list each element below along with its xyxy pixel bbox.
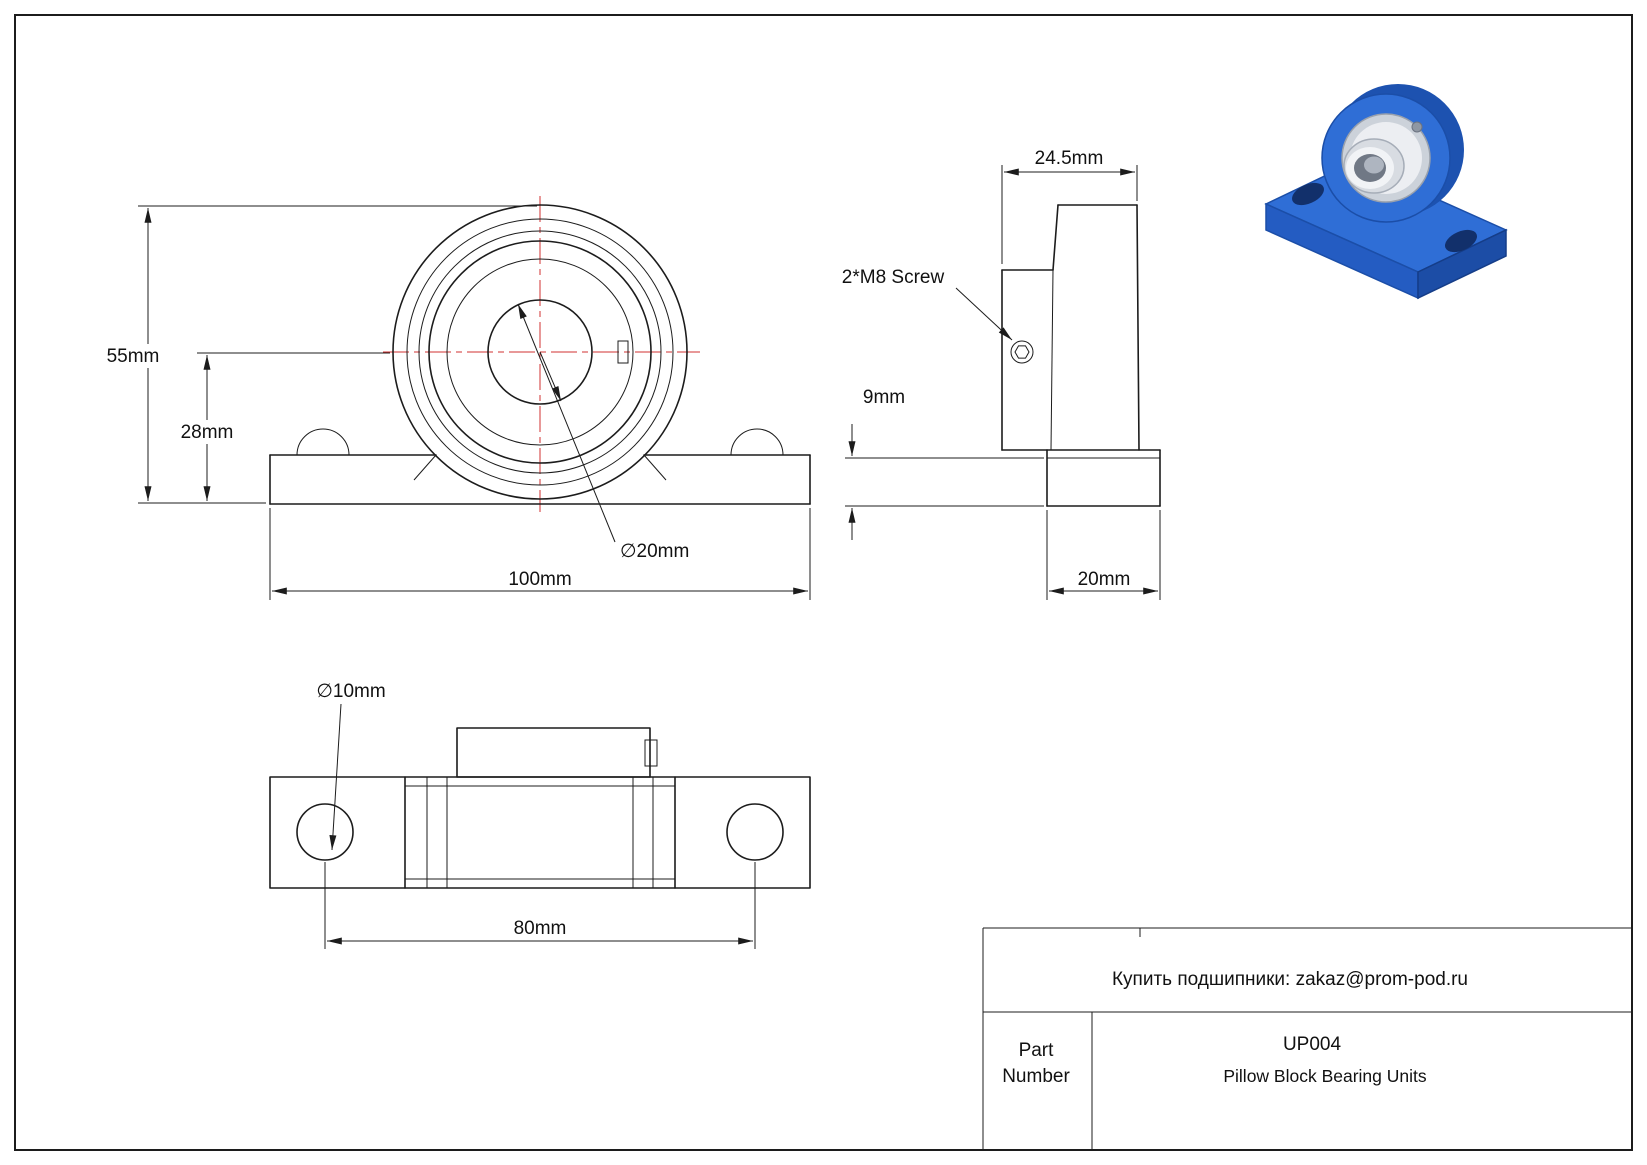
dim-bolt-hole-diameter: ∅10mm — [316, 681, 385, 702]
dimension-55mm: 55mm — [100, 205, 537, 504]
front-view-bearing-circles — [392, 204, 688, 500]
dimension-hole-10mm: ∅10mm — [316, 681, 386, 851]
product-base-right — [1417, 228, 1507, 300]
front-view-base — [269, 428, 811, 505]
bottom-view: ∅10mm 80mm — [269, 681, 811, 949]
product-bore-wall — [1364, 156, 1384, 174]
product-name: Pillow Block Bearing Units — [1223, 1066, 1427, 1086]
side-view-outline — [1001, 204, 1161, 507]
dim-base-thickness: 9mm — [863, 387, 905, 408]
sheet-border — [14, 14, 1633, 1151]
spotface-arc-right — [730, 428, 784, 456]
dim-bore-diameter: ∅20mm — [620, 541, 689, 562]
product-3d-image — [1264, 84, 1508, 300]
dim-base-depth: 20mm — [1078, 569, 1131, 590]
spotface-arc-left — [296, 428, 350, 456]
dimension-24.5mm: 24.5mm — [1001, 148, 1138, 264]
dim-side-overall-depth: 24.5mm — [1035, 148, 1104, 169]
part-number-label-line1: Part — [1019, 1040, 1055, 1061]
screw-hole — [1010, 340, 1034, 364]
side-view: 24.5mm 2*M8 Screw 9mm 20mm — [842, 148, 1161, 600]
dim-front-base-width: 100mm — [508, 569, 571, 590]
product-bolt-hole-right — [1444, 229, 1478, 253]
screw-note: 2*M8 Screw — [842, 267, 1013, 341]
label-screw-note: 2*M8 Screw — [842, 267, 945, 288]
part-number-label-line2: Number — [1002, 1066, 1070, 1087]
screw-hex-socket — [1014, 345, 1030, 359]
dimension-100mm: 100mm — [269, 508, 811, 600]
bolt-hole-left — [296, 803, 354, 861]
part-number-value: UP004 — [1283, 1034, 1342, 1055]
dimension-9mm: 9mm — [845, 387, 1044, 540]
dim-front-center-height: 28mm — [181, 422, 234, 443]
dimension-20mm: 20mm — [1046, 510, 1161, 600]
dimension-80mm: 80mm — [324, 862, 756, 949]
title-block: Купить подшипники: zakaz@prom-pod.ru Par… — [982, 927, 1632, 1150]
set-screw-mark — [617, 340, 629, 364]
bolt-hole-right — [726, 803, 784, 861]
dim-front-overall-height: 55mm — [107, 346, 160, 367]
front-view: 55mm 28mm 100mm ∅20mm — [100, 196, 811, 600]
dim-bolt-hole-spacing: 80mm — [514, 918, 567, 939]
product-bolt-hole-left — [1291, 182, 1325, 206]
dimension-bore-20mm: ∅20mm — [517, 303, 689, 562]
set-screw-top-mark — [644, 739, 658, 767]
product-set-screw — [1411, 121, 1423, 133]
bottom-view-outline — [269, 727, 811, 889]
contact-note: Купить подшипники: zakaz@prom-pod.ru — [1112, 969, 1468, 990]
dimension-28mm: 28mm — [173, 352, 390, 501]
front-view-centerlines — [383, 196, 700, 512]
